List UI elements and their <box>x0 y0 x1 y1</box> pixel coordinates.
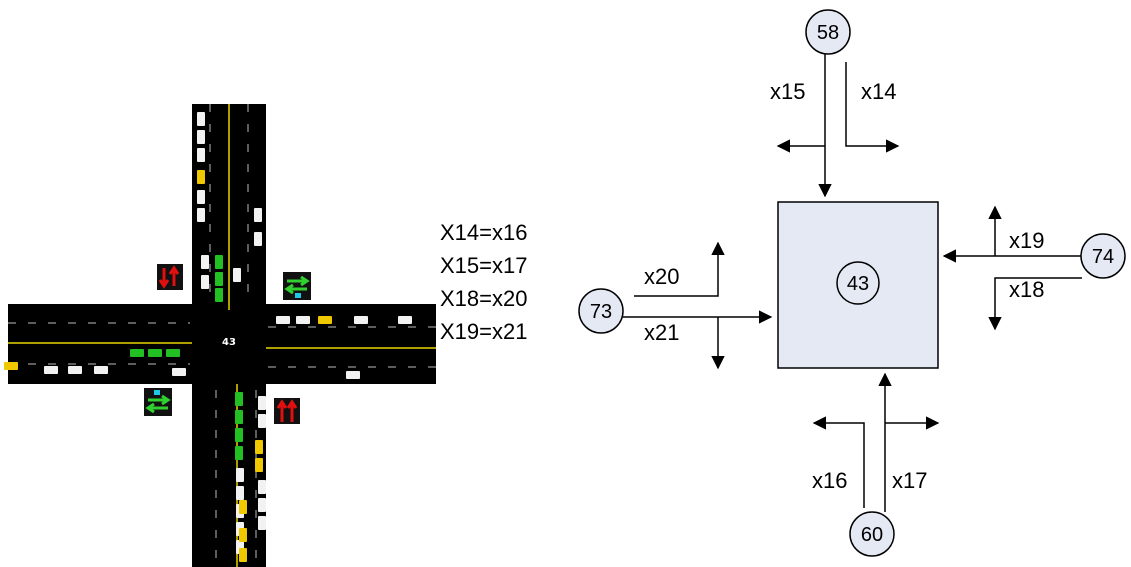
vehicles <box>4 112 412 562</box>
vehicle <box>235 392 243 406</box>
node-north <box>805 9 851 55</box>
vehicle <box>258 498 266 512</box>
vehicle <box>258 480 266 494</box>
vehicle <box>239 528 247 542</box>
vehicle <box>398 316 412 324</box>
vehicle <box>354 316 368 324</box>
vehicle <box>258 516 266 530</box>
node-center <box>836 261 880 305</box>
intersection-number: 43 <box>222 337 236 348</box>
node-east-label: 74 <box>1092 246 1114 268</box>
flow-diagram: 43 58 x15 x14 60 x16 x17 73 x20 x21 74 x… <box>578 9 1126 557</box>
equation-2: X15=x17 <box>440 253 527 278</box>
vehicle <box>318 316 332 324</box>
vehicle <box>258 414 266 428</box>
label-x19: x19 <box>1009 228 1044 253</box>
signal-north-west-icon <box>157 264 183 290</box>
vehicle <box>255 458 263 472</box>
vehicle <box>239 548 247 562</box>
vehicle <box>346 371 360 379</box>
label-x17: x17 <box>892 468 927 493</box>
signal-south-east-icon <box>274 398 300 424</box>
vehicle <box>296 316 310 324</box>
label-x16: x16 <box>812 468 847 493</box>
vehicle <box>235 410 243 424</box>
label-x18: x18 <box>1009 277 1044 302</box>
vehicle <box>215 288 223 302</box>
flow-x14-arrow <box>845 62 900 153</box>
equations-block: X14=x16 X15=x17 X18=x20 X19=x21 <box>440 220 527 344</box>
vehicle <box>94 366 108 374</box>
flow-x18-arrow <box>988 277 1082 331</box>
node-south-label: 60 <box>861 524 883 546</box>
vehicle <box>4 362 18 370</box>
flow-x16-arrow <box>812 416 865 508</box>
signal-north-east-icon <box>283 272 311 300</box>
vehicle <box>201 255 209 269</box>
vehicle <box>197 190 205 204</box>
vehicle <box>197 130 205 144</box>
vehicle <box>239 500 247 514</box>
vehicle <box>166 349 180 357</box>
vehicle <box>215 272 223 286</box>
vehicle <box>68 366 82 374</box>
vehicle <box>215 255 223 269</box>
vehicle <box>235 428 243 442</box>
vehicle <box>276 316 290 324</box>
vehicle <box>130 349 144 357</box>
vehicle <box>254 232 262 246</box>
vehicle <box>197 148 205 162</box>
node-west-label: 73 <box>590 301 612 323</box>
equation-1: X14=x16 <box>440 220 527 245</box>
vehicle <box>44 366 58 374</box>
label-x14: x14 <box>861 79 896 104</box>
equation-3: X18=x20 <box>440 286 527 311</box>
label-x15: x15 <box>770 79 805 104</box>
equation-4: X19=x21 <box>440 319 527 344</box>
traffic-simulation-view: 43 <box>4 104 436 567</box>
node-north-label: 58 <box>817 22 839 44</box>
lane-markings <box>8 104 436 567</box>
vehicle <box>235 446 243 460</box>
signal-south-west-icon <box>144 388 172 416</box>
vehicle <box>148 349 162 357</box>
node-west <box>578 288 624 334</box>
vehicle <box>197 112 205 126</box>
vehicle <box>172 368 186 376</box>
node-center-label: 43 <box>847 273 869 295</box>
vehicle <box>201 275 209 289</box>
flow-x20-arrow <box>634 241 725 297</box>
vehicle <box>255 440 263 454</box>
label-x21: x21 <box>644 320 679 345</box>
label-x20: x20 <box>644 264 679 289</box>
vehicle <box>197 170 205 184</box>
vehicle <box>258 396 266 410</box>
vehicle <box>254 208 262 222</box>
vehicle <box>197 208 205 222</box>
vehicle <box>236 468 244 482</box>
vehicle <box>233 268 241 282</box>
node-south <box>849 511 895 557</box>
vehicle <box>236 486 244 500</box>
